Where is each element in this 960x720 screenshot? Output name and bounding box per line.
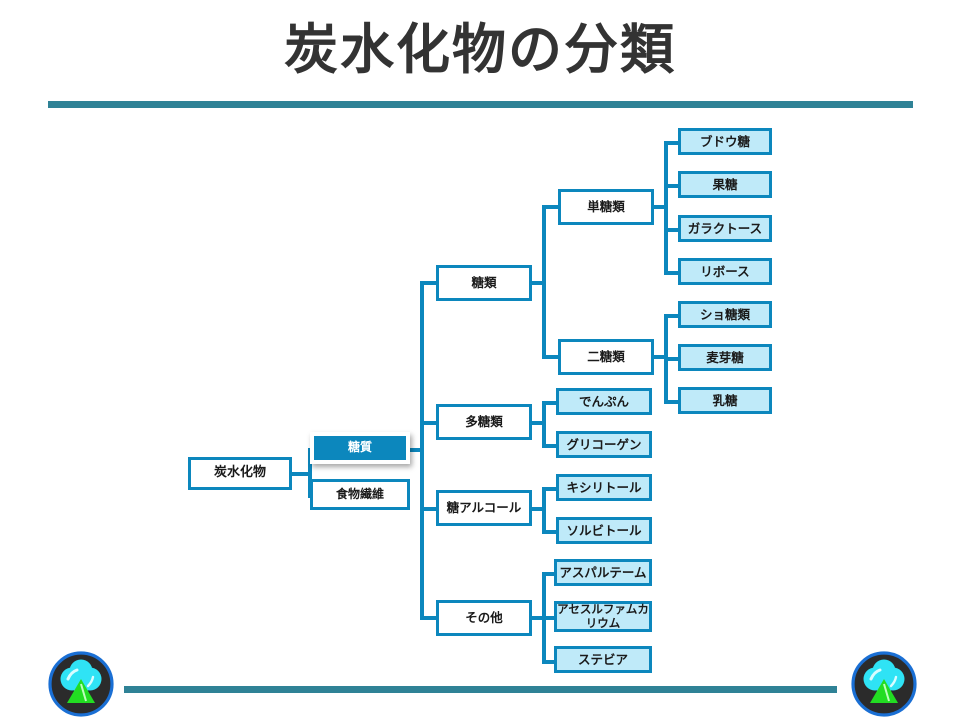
connector-other-stub xyxy=(528,616,546,620)
leaf-acesulfame-potassium[interactable]: アセスルファムカリウム xyxy=(554,601,652,632)
connector-mono-stub xyxy=(650,205,668,209)
connector-mono-bus xyxy=(664,141,668,273)
connector-di-leaf-2 xyxy=(664,357,682,361)
node-sugar-highlighted[interactable]: 糖質 xyxy=(310,432,410,464)
connector-root-stub xyxy=(292,472,310,476)
node-monosaccharides[interactable]: 単糖類 xyxy=(558,189,654,225)
footer-divider-bottom xyxy=(124,686,837,693)
connector-alcohol-leaf-2 xyxy=(542,530,558,534)
connector-other-leaf-2 xyxy=(542,616,558,620)
connector-mono-leaf-1 xyxy=(664,141,682,145)
connector-poly-leaf-2 xyxy=(542,444,558,448)
connector-poly-stub xyxy=(528,421,546,425)
connector-di-stub xyxy=(650,355,668,359)
node-polysaccharides[interactable]: 多糖類 xyxy=(436,404,532,440)
connector-toui-to-mono xyxy=(542,205,558,209)
connector-di-leaf-1 xyxy=(664,314,682,318)
connector-other-leaf-3 xyxy=(542,660,558,664)
node-root-carbohydrate[interactable]: 炭水化物 xyxy=(188,457,292,490)
connector-level2-bus xyxy=(420,281,424,618)
connector-level2-to-alcohol xyxy=(420,507,436,511)
connector-alcohol-stub xyxy=(528,507,546,511)
connector-mono-leaf-2 xyxy=(664,184,682,188)
leaf-starch[interactable]: でんぷん xyxy=(556,388,652,415)
leaf-glucose[interactable]: ブドウ糖 xyxy=(678,128,772,155)
tree-logo-left xyxy=(48,651,114,717)
leaf-stevia[interactable]: ステビア xyxy=(554,646,652,673)
connector-level2-to-toui xyxy=(420,281,436,285)
leaf-aspartame[interactable]: アスパルテーム xyxy=(554,559,652,586)
connector-sugar-stub xyxy=(406,448,424,452)
leaf-xylitol[interactable]: キシリトール xyxy=(556,474,652,501)
leaf-ribose[interactable]: リボース xyxy=(678,258,772,285)
tree-logo-right xyxy=(851,651,917,717)
connector-alcohol-leaf-1 xyxy=(542,487,558,491)
node-sugars-toui[interactable]: 糖類 xyxy=(436,265,532,301)
leaf-sucrose[interactable]: ショ糖類 xyxy=(678,301,772,328)
leaf-sorbitol[interactable]: ソルビトール xyxy=(556,517,652,544)
connector-toui-bus xyxy=(542,205,546,359)
connector-other-leaf-1 xyxy=(542,572,558,576)
connector-mono-leaf-4 xyxy=(664,271,682,275)
leaf-maltose[interactable]: 麦芽糖 xyxy=(678,344,772,371)
connector-alcohol-bus xyxy=(542,487,546,531)
leaf-galactose[interactable]: ガラクトース xyxy=(678,215,772,242)
connector-toui-to-di xyxy=(542,355,558,359)
node-others[interactable]: その他 xyxy=(436,600,532,636)
connector-toui-stub xyxy=(528,281,546,285)
connector-mono-leaf-3 xyxy=(664,228,682,232)
page-title: 炭水化物の分類 xyxy=(284,18,676,81)
leaf-lactose[interactable]: 乳糖 xyxy=(678,387,772,414)
node-disaccharides[interactable]: 二糖類 xyxy=(558,339,654,375)
title-divider-top xyxy=(48,101,913,108)
connector-poly-leaf-1 xyxy=(542,401,558,405)
node-sugar-alcohol[interactable]: 糖アルコール xyxy=(436,490,532,526)
leaf-glycogen[interactable]: グリコーゲン xyxy=(556,431,652,458)
connector-level2-to-tatourui xyxy=(420,421,436,425)
connector-poly-bus xyxy=(542,401,546,445)
connector-level1-bus xyxy=(308,450,312,496)
leaf-fructose[interactable]: 果糖 xyxy=(678,171,772,198)
connector-level2-to-other xyxy=(420,616,436,620)
node-dietary-fiber[interactable]: 食物繊維 xyxy=(310,479,410,510)
connector-di-leaf-3 xyxy=(664,400,682,404)
